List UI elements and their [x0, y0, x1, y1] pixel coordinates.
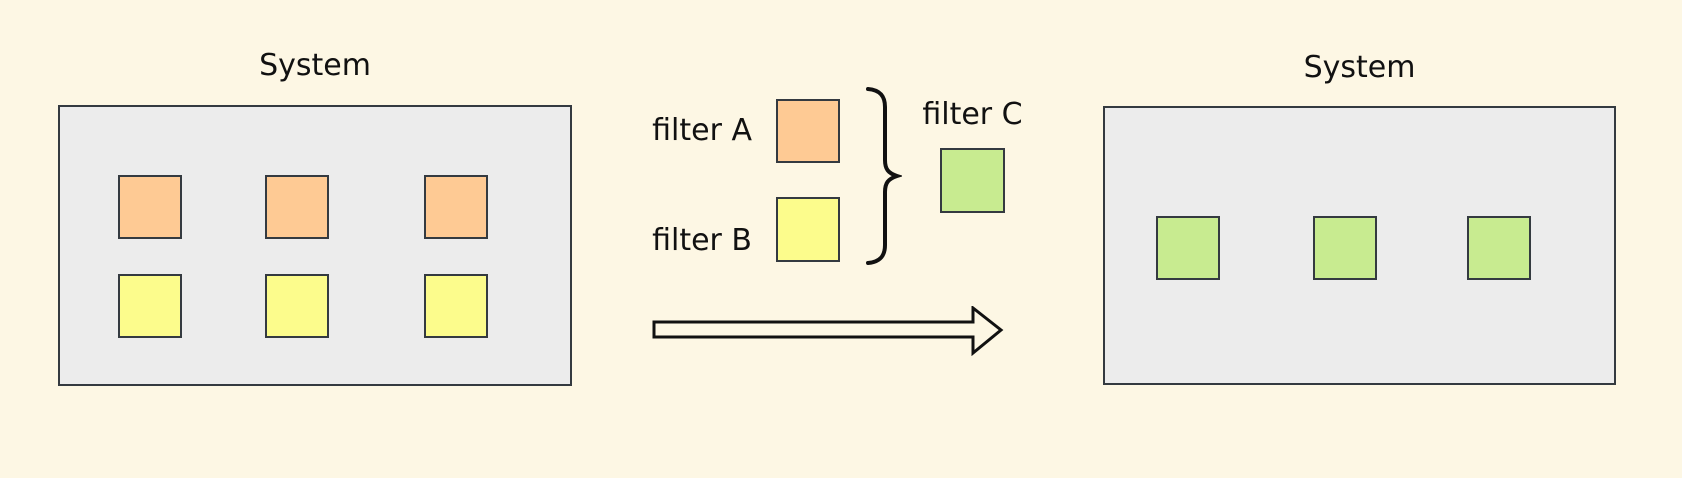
- left-system-filter-b-square: [118, 274, 182, 338]
- right-system-filter-c-square: [1313, 216, 1377, 280]
- left-system-box: [58, 105, 572, 386]
- filter-b-swatch: [776, 197, 840, 262]
- left-system-filter-b-square: [265, 274, 329, 338]
- arrow-right-icon: [652, 306, 1004, 356]
- filter-b-label: filter B: [652, 223, 752, 258]
- right-system-title: System: [1303, 50, 1416, 85]
- left-system-filter-b-square: [424, 274, 488, 338]
- left-system-filter-a-square: [265, 175, 329, 239]
- curly-brace-icon: [866, 87, 902, 265]
- right-system-box: [1103, 106, 1616, 385]
- left-system-filter-a-square: [118, 175, 182, 239]
- right-system-filter-c-square: [1156, 216, 1220, 280]
- filter-c-swatch: [940, 148, 1005, 213]
- filter-a-swatch: [776, 99, 840, 163]
- left-system-title: System: [259, 48, 371, 83]
- filter-c-label: filter C: [922, 97, 1023, 132]
- right-system-filter-c-square: [1467, 216, 1531, 280]
- left-system-filter-a-square: [424, 175, 488, 239]
- filter-a-label: filter A: [652, 113, 752, 148]
